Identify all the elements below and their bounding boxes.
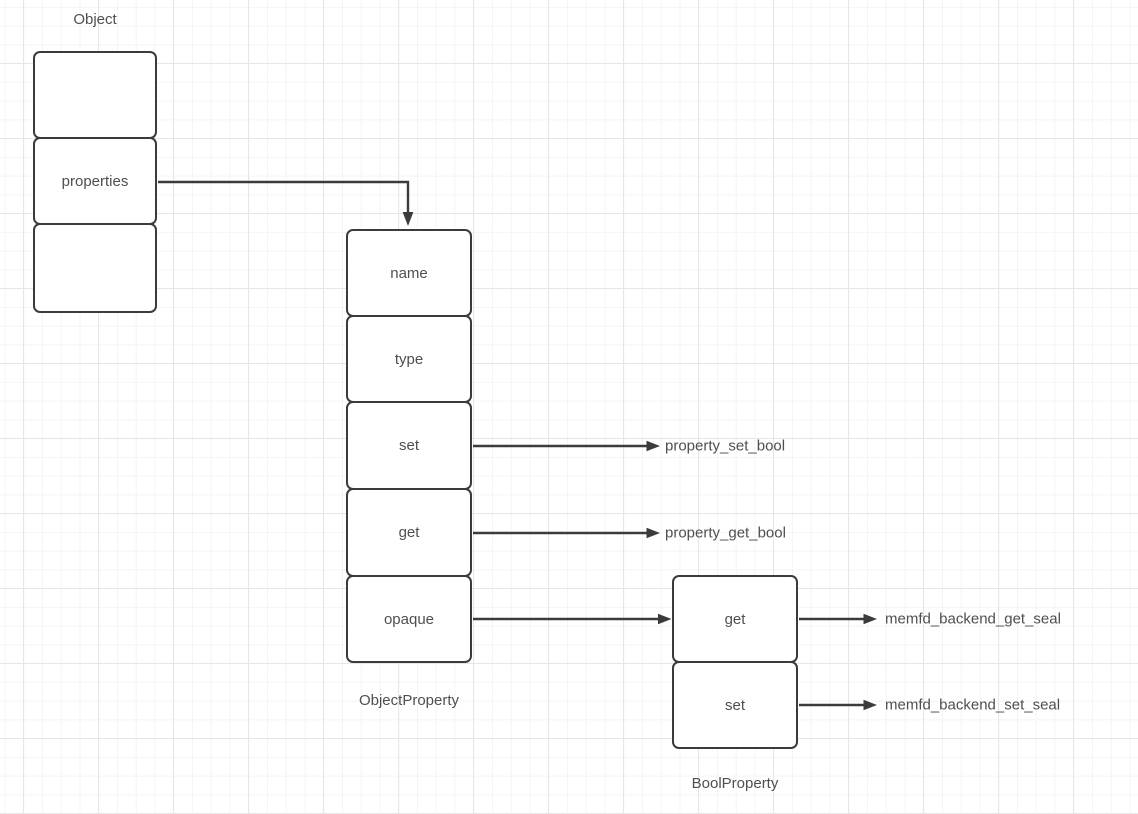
objectproperty-cell-name: name	[346, 229, 472, 317]
arrow-properties-to-objectproperty	[158, 180, 410, 213]
object-cell-properties: properties	[33, 137, 157, 225]
arrowhead-right-icon	[863, 699, 877, 711]
objectproperty-stack-label: ObjectProperty	[358, 692, 460, 709]
callout-property-set-bool: property_set_bool	[665, 437, 786, 455]
callout-property-get-bool: property_get_bool	[665, 524, 786, 542]
callout-memfd-backend-get-seal: memfd_backend_get_seal	[885, 610, 1061, 628]
objectproperty-cell-opaque: opaque	[346, 575, 472, 663]
boolproperty-stack-label: BoolProperty	[691, 775, 779, 792]
arrowhead-right-icon	[646, 440, 660, 452]
objectproperty-cell-set: set	[346, 401, 472, 490]
objectproperty-cell-type: type	[346, 315, 472, 403]
object-stack-label: Object	[73, 11, 117, 28]
boolproperty-cell-set: set	[672, 661, 798, 749]
object-cell-top	[33, 51, 157, 139]
callout-memfd-backend-set-seal: memfd_backend_set_seal	[885, 696, 1061, 714]
arrowhead-right-icon	[863, 613, 877, 625]
arrowhead-right-icon	[646, 527, 660, 539]
objectproperty-cell-get: get	[346, 488, 472, 577]
object-cell-bottom	[33, 223, 157, 313]
arrowhead-down-icon	[402, 212, 414, 226]
arrowhead-right-icon	[658, 613, 672, 625]
boolproperty-cell-get: get	[672, 575, 798, 663]
